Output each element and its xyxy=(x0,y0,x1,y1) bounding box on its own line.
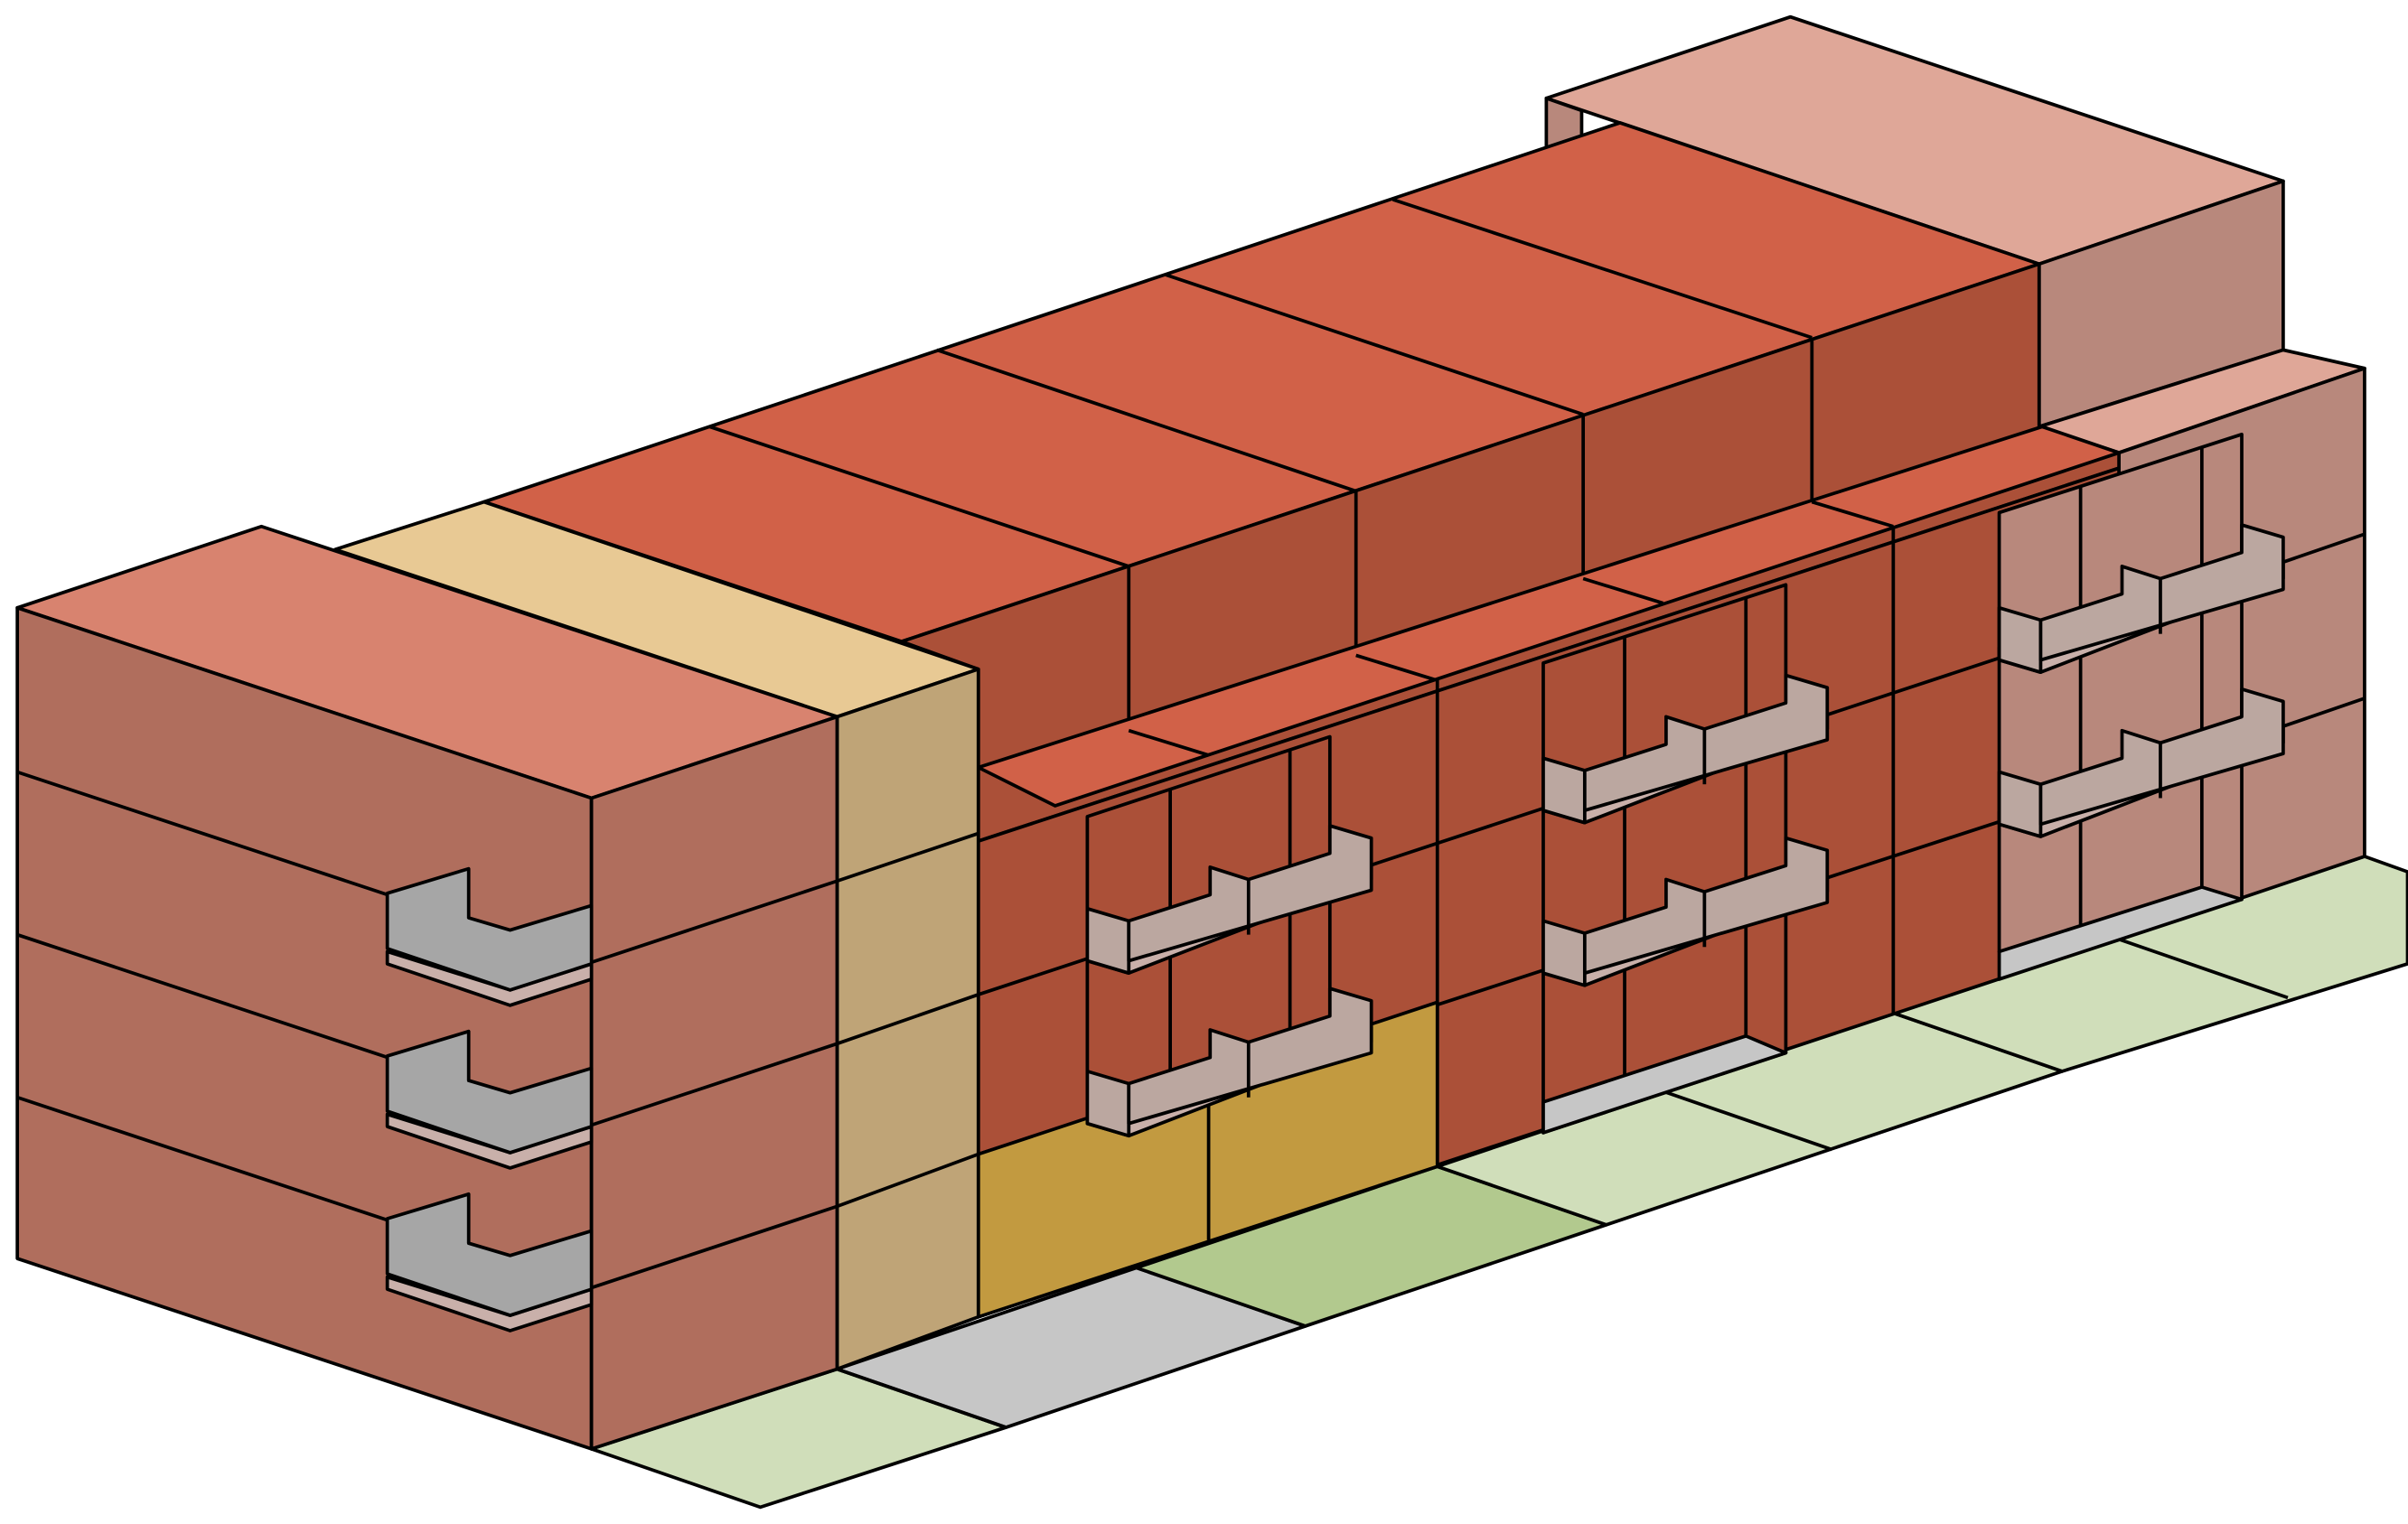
stair-core xyxy=(333,500,980,1371)
end-front-floor-line-3 xyxy=(591,1204,839,1290)
loggia-bay-2-floor xyxy=(1541,1033,1788,1135)
roof-module-line-2 xyxy=(936,348,1357,493)
front-balcony-1 xyxy=(1085,824,1373,976)
ground-divider-3 xyxy=(836,1367,1007,1429)
roof-module-line-1 xyxy=(708,425,1129,568)
loggia-bay-3-floor xyxy=(1997,885,2244,981)
front-balcony-5-side xyxy=(1997,605,2043,675)
front-balcony-4-side xyxy=(1541,919,1587,987)
front-balcony-6-side xyxy=(1997,770,2043,838)
loggia-bay-3 xyxy=(1997,432,2244,954)
ledge-line-2 xyxy=(1355,653,1437,682)
side-balcony-2-back xyxy=(385,1029,594,1155)
ledge-line-4 xyxy=(1811,500,1894,528)
end-front-floor-line-1 xyxy=(591,879,839,965)
stair-floor-line-2 xyxy=(836,993,979,1046)
ledge-line-1 xyxy=(1128,728,1210,757)
side-balconies xyxy=(385,866,594,1332)
side-balcony-1-back xyxy=(385,866,594,992)
end-front-floor-line-2 xyxy=(591,1042,839,1127)
front-balcony-3 xyxy=(1541,673,1830,825)
front-balcony-2 xyxy=(1085,986,1373,1138)
front-balcony-4 xyxy=(1541,836,1830,987)
roof-module-line-3 xyxy=(1165,273,1584,416)
front-balconies xyxy=(1085,523,2285,1138)
side-balcony-1 xyxy=(385,866,594,1007)
front-balcony-5 xyxy=(1997,523,2285,675)
lower-ledge-roof xyxy=(976,425,2121,808)
front-balcony-3-side xyxy=(1541,756,1587,825)
side-balcony-2 xyxy=(385,1029,594,1170)
ground-divider-1 xyxy=(1662,1089,1832,1152)
ground-divider-2 xyxy=(2118,938,2289,1000)
stair-floor-line-3 xyxy=(836,1152,979,1209)
stair-floor-line-1 xyxy=(836,831,979,883)
front-balcony-2-side xyxy=(1085,1070,1131,1138)
side-balcony-3-back xyxy=(385,1192,594,1317)
front-balcony-1-side xyxy=(1085,906,1131,976)
ledge-line-3 xyxy=(1582,576,1664,605)
side-balcony-3 xyxy=(385,1192,594,1332)
front-balcony-6 xyxy=(1997,687,2285,838)
roof-module-line-4 xyxy=(1391,198,1813,340)
